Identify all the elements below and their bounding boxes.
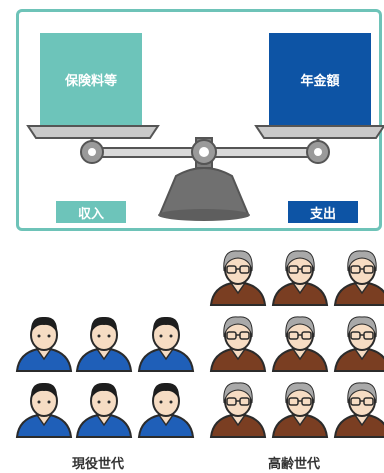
elderly-generation-label: 高齢世代 (268, 457, 321, 472)
elderly-person (334, 315, 384, 372)
income-tag: 収入 (56, 201, 126, 223)
elderly-person (272, 315, 328, 372)
worker-person (76, 381, 132, 438)
elderly-person (272, 249, 328, 306)
elderly-person (210, 249, 266, 306)
balance-scale-icon (26, 125, 384, 221)
premium-box: 保険料等 (40, 33, 142, 125)
elderly-person (272, 381, 328, 438)
worker-person (138, 315, 194, 372)
elderly-person (210, 381, 266, 438)
balance-scale-panel (16, 9, 382, 231)
working-generation-label: 現役世代 (72, 457, 125, 472)
elderly-person (334, 249, 384, 306)
worker-person (16, 315, 72, 372)
expense-tag: 支出 (288, 201, 358, 223)
elderly-person (334, 381, 384, 438)
elderly-person (210, 315, 266, 372)
worker-person (76, 315, 132, 372)
worker-person (138, 381, 194, 438)
worker-person (16, 381, 72, 438)
pension-box: 年金額 (269, 33, 371, 125)
